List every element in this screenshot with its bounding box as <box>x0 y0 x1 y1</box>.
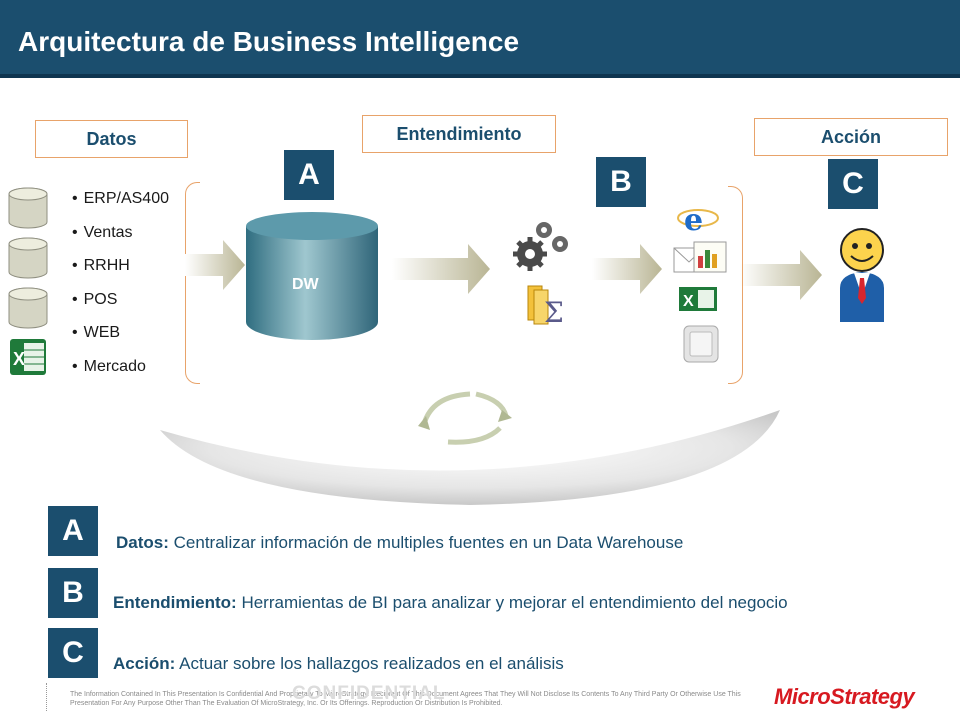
confidential-watermark: CONFIDENTIAL <box>292 683 446 704</box>
legend-description: Herramientas de BI para analizar y mejor… <box>241 593 788 612</box>
database-icon <box>8 187 48 229</box>
excel-icon: X <box>10 339 46 375</box>
flow-arrow <box>740 250 822 300</box>
microstrategy-logo: MicroStrategy <box>774 684 915 709</box>
legend-row-a: Datos: Centralizar información de multip… <box>116 533 683 553</box>
dw-label: DW <box>292 276 319 293</box>
cycle-arrows-icon <box>418 391 512 445</box>
letter-box-b: B <box>596 157 646 207</box>
database-icon <box>8 287 48 329</box>
legend-letter-b: B <box>48 568 98 618</box>
footer-divider <box>46 683 47 711</box>
mobile-device-icon <box>683 325 719 363</box>
page-title: Arquitectura de Business Intelligence <box>18 26 520 57</box>
footer-disclaimer: The Information Contained In This Presen… <box>70 691 741 707</box>
legend-row-b: Entendimiento: Herramientas de BI para a… <box>113 593 788 613</box>
legend-letter-c: C <box>48 628 98 678</box>
stage-label-datos: Datos <box>35 120 188 158</box>
svg-text:e: e <box>684 203 703 236</box>
svg-text:X: X <box>13 349 25 369</box>
legend-description: Centralizar información de multiples fue… <box>173 533 684 552</box>
internet-explorer-icon: e <box>677 203 719 236</box>
legend-row-c: Acción: Actuar sobre los hallazgos reali… <box>113 654 564 674</box>
sigma-report-icon: Σ <box>527 285 564 326</box>
letter-box-c: C <box>828 159 878 209</box>
svg-text:X: X <box>683 293 694 310</box>
legend-key: Entendimiento: <box>113 593 237 612</box>
shadow-swoosh <box>160 410 780 505</box>
data-warehouse-cylinder <box>246 212 378 340</box>
legend-description: Actuar sobre los hallazgos realizados en… <box>179 654 564 673</box>
source-item: POS <box>72 291 169 325</box>
flow-arrow <box>592 244 662 294</box>
source-item: RRHH <box>72 257 169 291</box>
stage-label-accion: Acción <box>754 118 948 156</box>
title-bar: Arquitectura de Business Intelligence <box>0 0 960 78</box>
flow-arrow <box>392 244 490 294</box>
legend-key: Acción: <box>113 654 176 673</box>
gears-icon <box>513 222 568 271</box>
reports-email-icon <box>673 241 727 273</box>
source-item: Ventas <box>72 224 169 258</box>
legend-key: Datos: <box>116 533 169 552</box>
source-item: WEB <box>72 324 169 358</box>
outputs-bracket <box>728 186 743 384</box>
database-icon <box>8 237 48 279</box>
flow-arrow <box>185 240 245 290</box>
legend-letter-a: A <box>48 506 98 556</box>
stage-label-entendimiento: Entendimiento <box>362 115 556 153</box>
source-list: ERP/AS400 Ventas RRHH POS WEB Mercado <box>72 190 169 391</box>
excel-icon: X <box>679 287 717 311</box>
user-icon <box>840 228 884 322</box>
source-item: ERP/AS400 <box>72 190 169 224</box>
svg-text:Σ: Σ <box>544 296 564 326</box>
letter-box-a: A <box>284 150 334 200</box>
source-item: Mercado <box>72 358 169 392</box>
